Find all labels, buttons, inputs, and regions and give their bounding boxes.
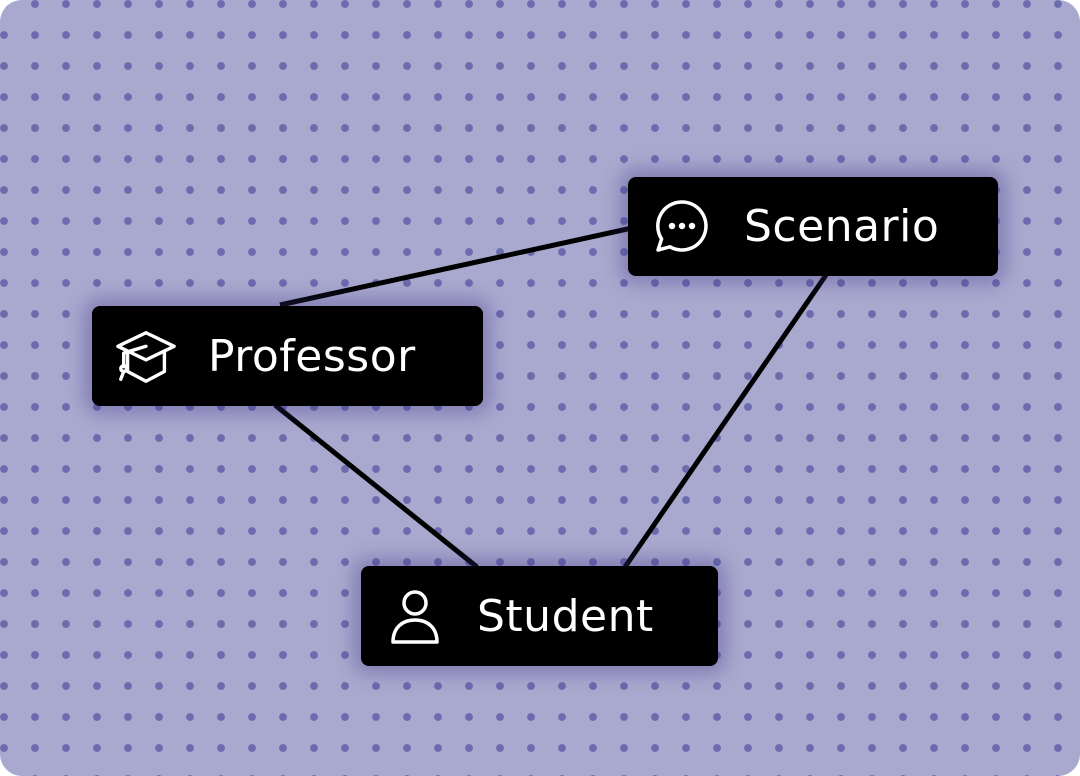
graduation-cap-icon — [114, 324, 178, 388]
node-label: Professor — [208, 330, 416, 382]
chat-bubble-icon — [650, 195, 714, 259]
node-label: Scenario — [744, 201, 940, 252]
node-scenario[interactable]: Scenario — [628, 177, 998, 276]
node-professor[interactable]: Professor — [92, 306, 483, 406]
edge-professor-scenario — [279, 225, 633, 308]
edge-professor-student — [273, 403, 479, 569]
person-icon — [383, 584, 447, 648]
node-student[interactable]: Student — [361, 566, 718, 666]
node-label: Student — [477, 590, 654, 642]
edge-scenario-student — [622, 273, 829, 569]
